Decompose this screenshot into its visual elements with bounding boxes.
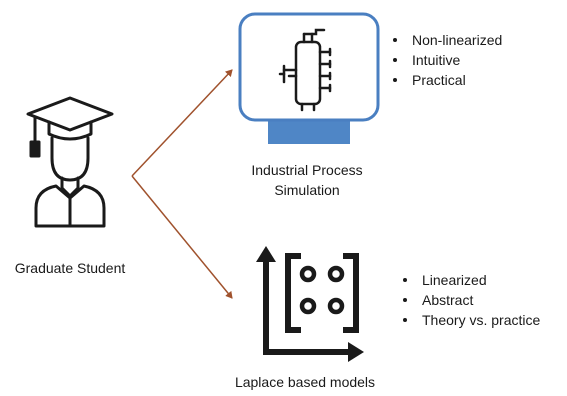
student-label: Graduate Student [14, 260, 126, 276]
arrow-to-laplace [131, 175, 233, 299]
matrix-plot-icon [256, 246, 364, 362]
laplace-bullet: Abstract [400, 290, 540, 310]
graduate-student-icon [26, 96, 114, 228]
simulation-bullets: Non-linearized Intuitive Practical [390, 30, 502, 90]
simulation-bullet: Practical [390, 70, 502, 90]
simulation-label: Industrial Process Simulation [232, 160, 382, 200]
laplace-bullet: Linearized [400, 270, 540, 290]
arrow-to-simulation [131, 69, 233, 177]
laplace-label: Laplace based models [234, 374, 376, 390]
simulation-label-line1: Industrial Process [251, 162, 363, 178]
process-equipment-icon [238, 12, 380, 144]
laplace-bullets: Linearized Abstract Theory vs. practice [400, 270, 540, 330]
simulation-bullet: Non-linearized [390, 30, 502, 50]
simulation-bullet: Intuitive [390, 50, 502, 70]
laplace-bullet: Theory vs. practice [400, 310, 540, 330]
simulation-label-line2: Simulation [274, 182, 340, 198]
